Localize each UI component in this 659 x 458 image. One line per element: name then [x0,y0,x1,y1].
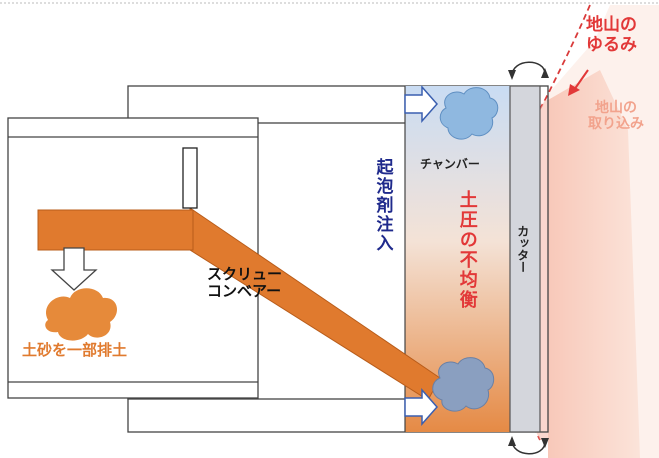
pressure-imbalance-label: 土圧の不均衡 [456,190,478,310]
partial-discharge-label: 土砂を一部排土 [22,341,128,359]
discharge-arrow-icon [50,247,98,291]
cutter-label: カッター [515,225,530,273]
ground-loosening-label: 地山の ゆるみ [586,15,637,55]
injection-arrow-bottom-icon [404,388,439,426]
foam-injection-label: 起泡剤注入 [372,158,393,253]
ground-outer-region [548,5,659,458]
discharge-gate [182,147,198,209]
cutter-head [509,85,541,433]
chamber-label: チャンバー [420,157,480,171]
rotation-arrow-bottom-icon [511,439,546,455]
discharged-muck-cloud [45,288,118,341]
foam-cloud-top [439,87,499,140]
screw-conveyor-label: スクリュー コンベアー [207,265,283,301]
injection-arrow-top-icon [404,85,439,123]
foam-cloud-bottom [432,357,495,412]
rotation-arrow-top-icon [511,61,546,77]
loosening-arrow-icon [573,69,589,91]
screw-conveyor-horizontal [37,209,194,251]
ground-intake-label: 地山の 取り込み [588,100,644,133]
